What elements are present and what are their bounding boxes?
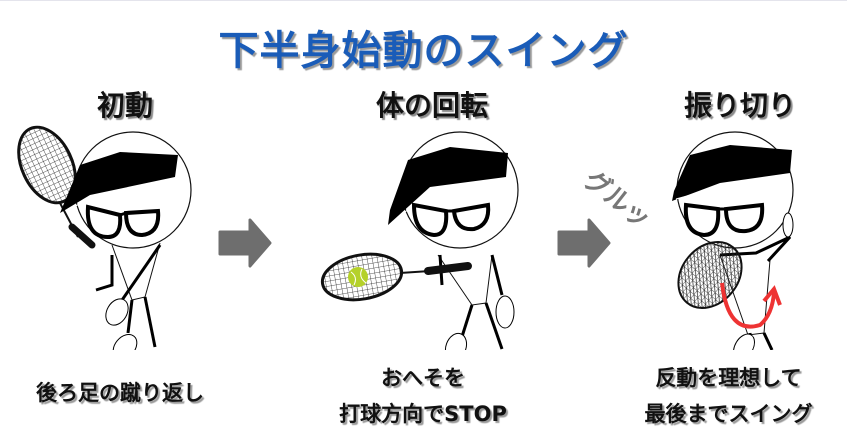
top-border bbox=[0, 0, 847, 1]
figure-initial-motion bbox=[17, 125, 192, 350]
arrow-right-icon bbox=[557, 218, 611, 268]
step-2-title: 体の回転 bbox=[375, 89, 488, 122]
step-3-caption: 反動を理想して 最後までスイング bbox=[610, 360, 847, 432]
racket-icon bbox=[17, 125, 96, 249]
caption-line: 後ろ足の蹴り返し bbox=[36, 381, 204, 405]
step-3-title: 振り切り bbox=[683, 89, 796, 122]
arrow-right-icon bbox=[218, 218, 272, 268]
step-2-caption: おへそを 打球方向でSTOP bbox=[318, 360, 528, 432]
caption-line: おへそを bbox=[381, 366, 465, 390]
caption-line: 最後までスイング bbox=[644, 402, 813, 426]
tennis-ball-icon bbox=[348, 267, 368, 287]
rotation-arrow-icon bbox=[720, 282, 776, 329]
caption-line: 反動を理想して bbox=[655, 366, 802, 390]
step-1-title: 初動 bbox=[96, 89, 153, 122]
diagram-title: 下半身始動のスイング bbox=[218, 28, 629, 74]
step-1-caption: 後ろ足の蹴り返し bbox=[0, 375, 240, 411]
racket-icon bbox=[320, 252, 472, 302]
figure-follow-through bbox=[672, 131, 794, 350]
racket-icon bbox=[677, 241, 743, 309]
caption-line: 打球方向でSTOP bbox=[339, 402, 507, 426]
figure-body-rotation bbox=[320, 131, 519, 350]
